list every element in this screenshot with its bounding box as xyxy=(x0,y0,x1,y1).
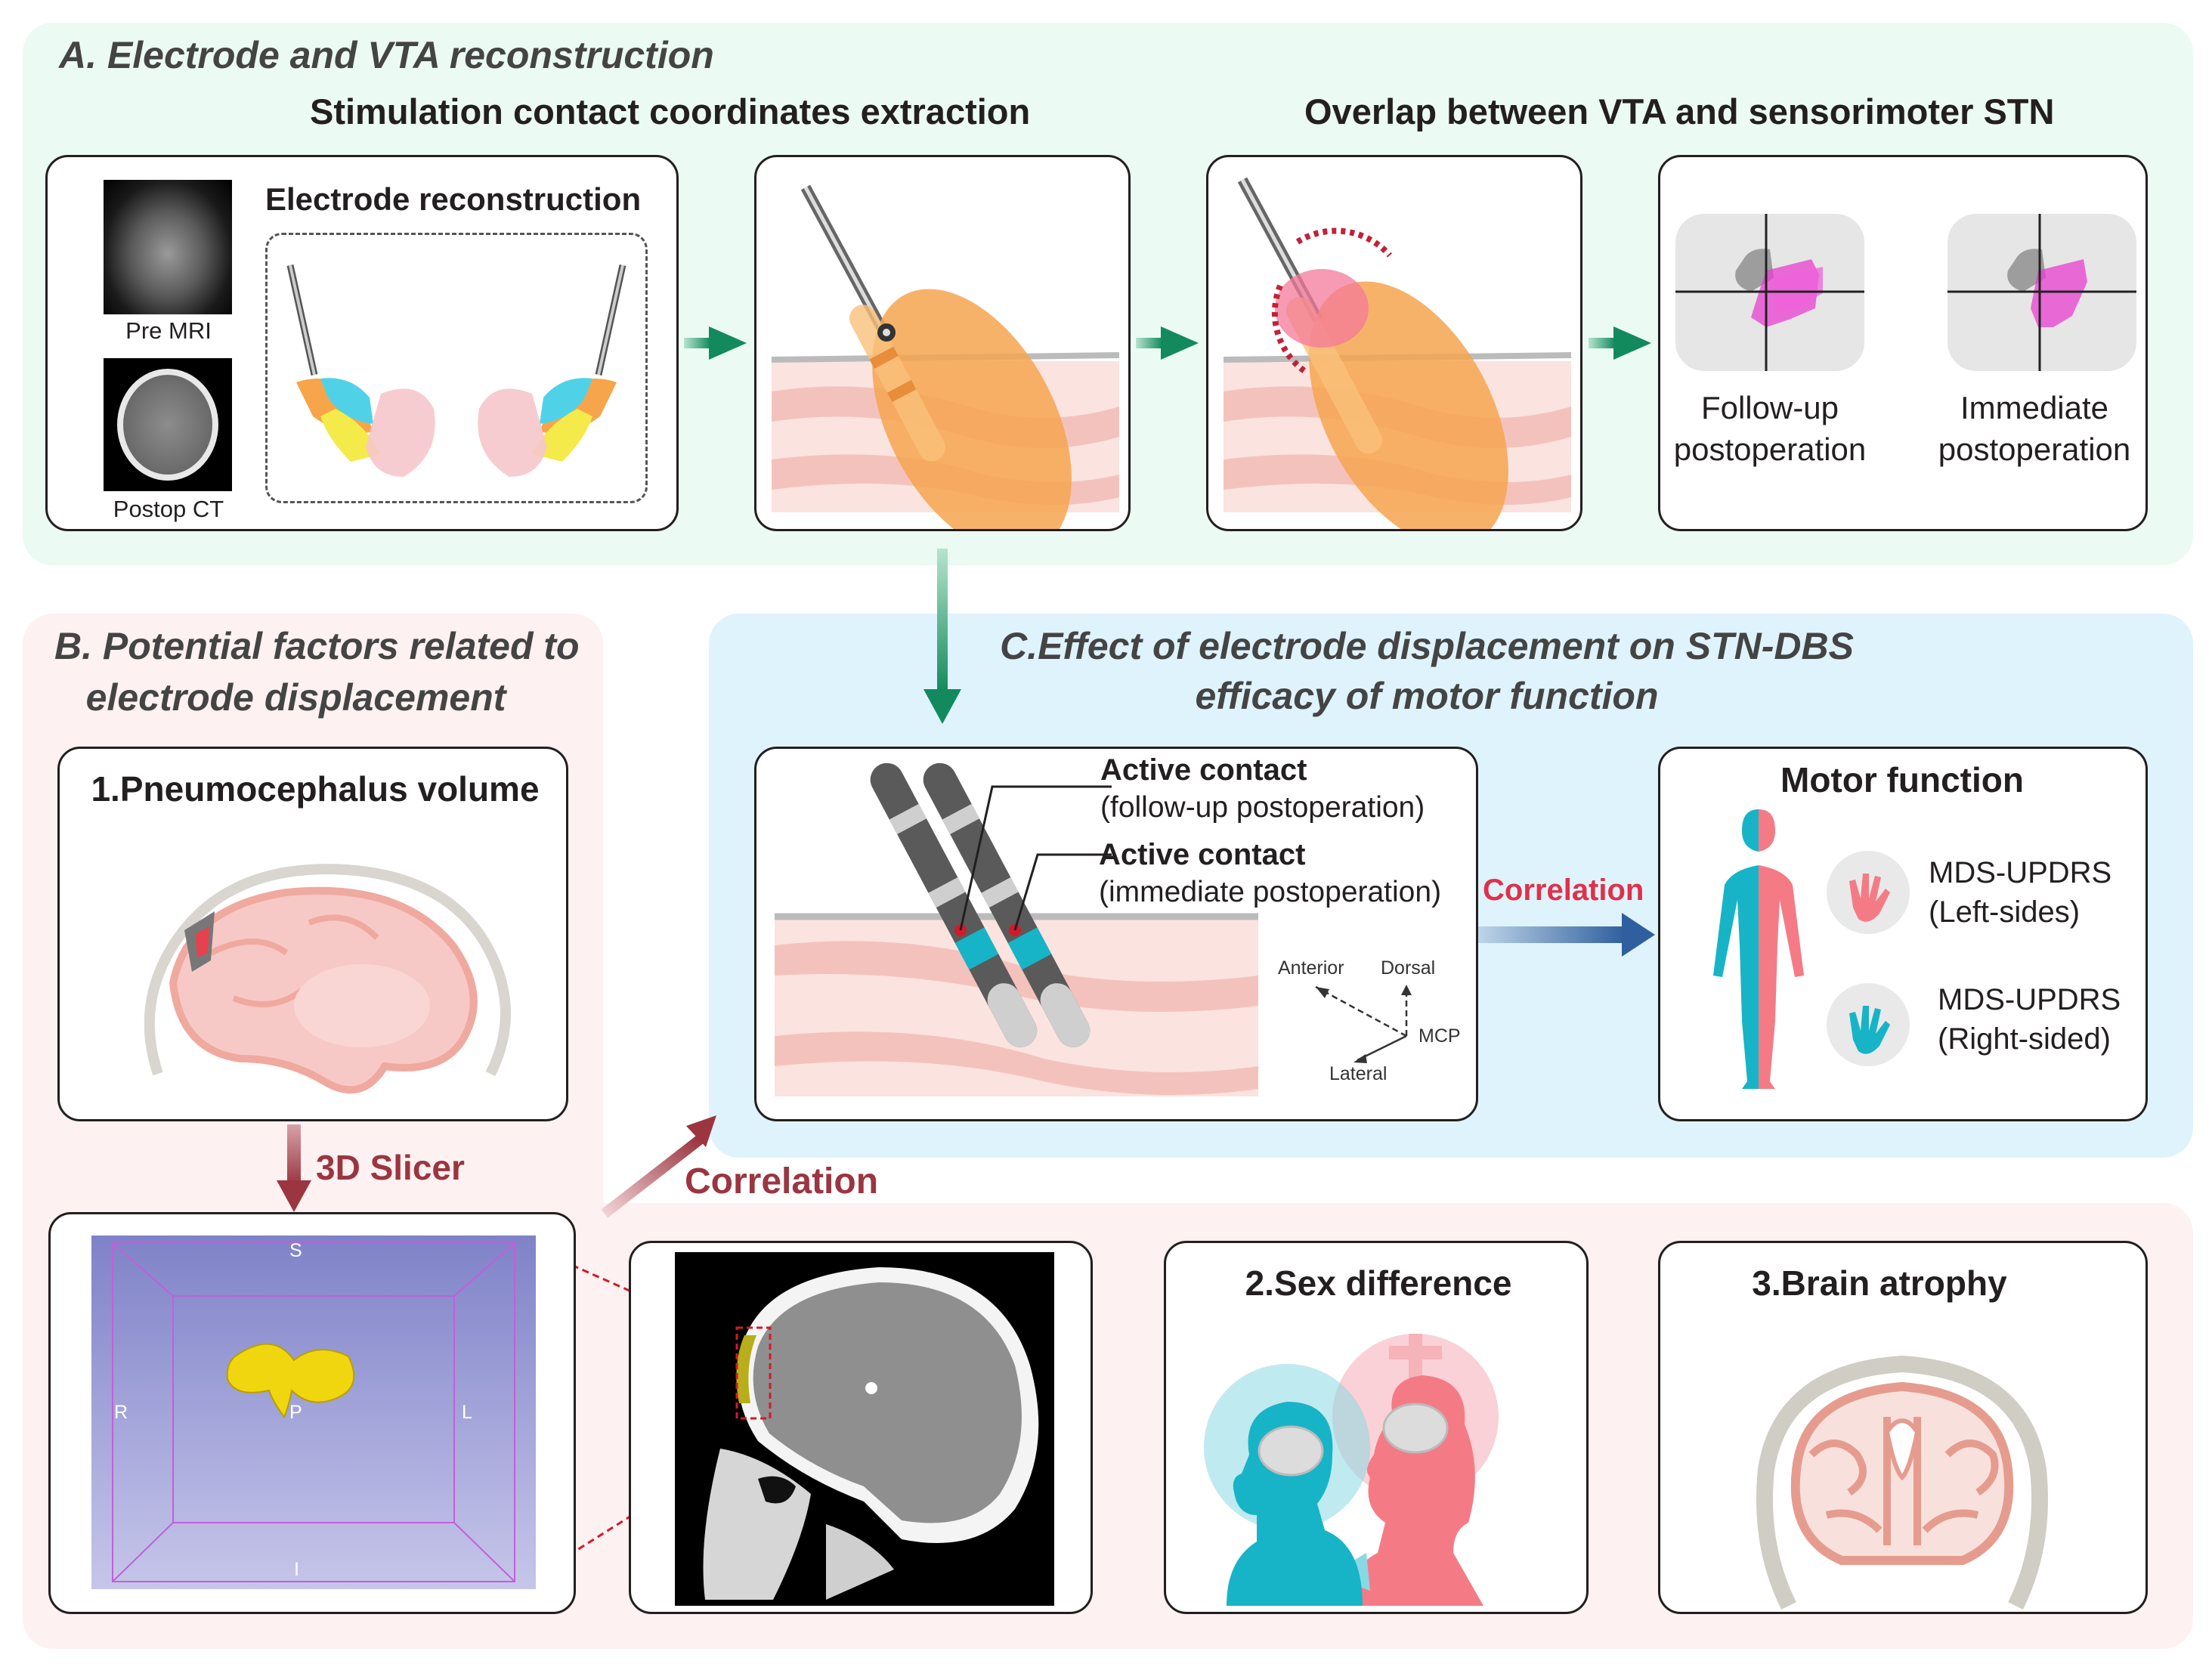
active-contact-immediate: Active contact xyxy=(1099,838,1306,871)
header-coordinates-extraction: Stimulation contact coordinates extracti… xyxy=(310,91,1031,131)
vta-stn-result-box: Follow-up postoperation Immediate postop… xyxy=(1658,155,2148,531)
reconstruction-dashed-frame xyxy=(265,233,648,503)
left-hand-icon xyxy=(1827,851,1910,934)
section-a-title: A. Electrode and VTA reconstruction xyxy=(59,34,714,76)
electrode-reconstruction-box: Pre MRI Postop CT Electrode reconstructi… xyxy=(45,155,679,531)
axis-p: P xyxy=(289,1402,302,1423)
contact-coordinates-box xyxy=(754,155,1131,531)
right-electrode-model xyxy=(478,264,626,477)
postop-ct-label: Postop CT xyxy=(113,496,224,522)
sex-difference-box: 2.Sex difference xyxy=(1164,1241,1589,1614)
b-correlation-label: Correlation xyxy=(685,1161,879,1201)
motor-function-box: Motor function MDS-UPDRS (Left-sides) MD… xyxy=(1658,747,2148,1121)
followup-vta-plot xyxy=(1675,214,1864,371)
postop-ct-image xyxy=(104,358,232,491)
vta-overlap-box xyxy=(1206,155,1582,531)
pre-mri-image xyxy=(104,180,232,314)
brain-atrophy-title: 3.Brain atrophy xyxy=(1752,1263,2007,1303)
active-contact-box: Active contact (follow-up postoperation)… xyxy=(754,747,1478,1121)
followup-postoperation-label: Follow-up postoperation xyxy=(1673,390,1867,467)
3d-slicer-view: S R L P I xyxy=(91,1235,536,1589)
axis-r: R xyxy=(114,1402,128,1423)
male-symbol-icon xyxy=(1204,1364,1370,1606)
updrs-right-label: MDS-UPDRS (Right-sided) xyxy=(1938,983,2121,1056)
direction-dorsal: Dorsal xyxy=(1381,957,1436,979)
electrode-reconstruction-title: Electrode reconstruction xyxy=(265,181,642,217)
header-vta-overlap: Overlap between VTA and sensorimoter STN xyxy=(1304,91,2055,131)
ct-sagittal-box xyxy=(629,1241,1093,1614)
active-contact-followup: Active contact xyxy=(1100,753,1307,787)
ct-sagittal-image xyxy=(675,1252,1054,1606)
pneumocephalus-box: 1.Pneumocephalus volume xyxy=(57,747,568,1121)
3d-slicer-box: S R L P I xyxy=(48,1212,576,1614)
3d-slicer-label: 3D Slicer xyxy=(316,1148,465,1187)
female-symbol-icon xyxy=(1332,1334,1499,1606)
updrs-left-label: MDS-UPDRS (Left-sides) xyxy=(1929,856,2112,929)
brain-atrophy-box: 3.Brain atrophy xyxy=(1658,1241,2148,1614)
c-correlation-label: Correlation xyxy=(1483,874,1644,907)
motor-function-title: Motor function xyxy=(1780,760,2024,799)
right-hand-icon xyxy=(1827,983,1910,1066)
pre-mri-label: Pre MRI xyxy=(125,317,212,344)
immediate-vta-plot xyxy=(1947,214,2136,371)
human-body-icon xyxy=(1713,809,1804,1089)
direction-lateral: Lateral xyxy=(1329,1063,1388,1084)
pneumocephalus-title: 1.Pneumocephalus volume xyxy=(91,769,540,809)
sex-difference-title: 2.Sex difference xyxy=(1245,1263,1512,1303)
axis-i: I xyxy=(294,1559,299,1580)
active-contact-followup-sub: (follow-up postoperation) xyxy=(1100,791,1425,824)
section-b-title: B. Potential factors related to electrod… xyxy=(54,625,580,719)
axis-s: S xyxy=(289,1240,302,1261)
direction-anterior: Anterior xyxy=(1278,957,1344,979)
axis-l: L xyxy=(462,1402,472,1423)
direction-mcp: MCP xyxy=(1418,1025,1461,1047)
pneumocephalus-3d-model xyxy=(226,1343,355,1418)
immediate-postoperation-label: Immediate postoperation xyxy=(1938,390,2131,467)
active-contact-immediate-sub: (immediate postoperation) xyxy=(1099,876,1442,908)
left-electrode-model xyxy=(286,264,435,477)
section-c-title: C.Effect of electrode displacement on ST… xyxy=(1000,625,1854,717)
